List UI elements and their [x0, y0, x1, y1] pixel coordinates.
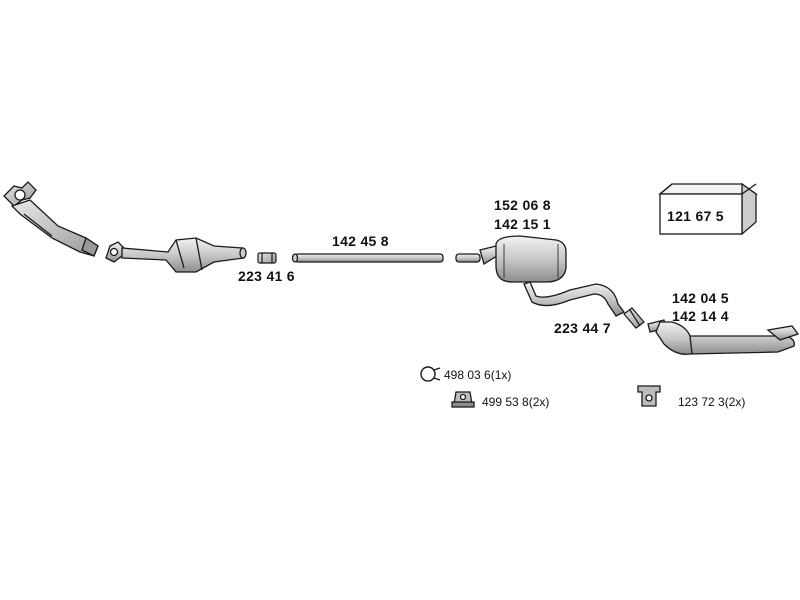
label-center-silencer-b: 142 15 1 [494, 216, 551, 232]
clamp-rear [623, 307, 645, 329]
label-rear-silencer-a: 142 04 5 [672, 290, 729, 306]
accessory-2-part: 499 53 8 [482, 395, 529, 409]
label-mounting-kit: 121 67 5 [667, 208, 724, 224]
mounting-kit-box [658, 182, 759, 236]
accessory-1-qty: (1x) [490, 368, 512, 382]
clamp-ring-icon [420, 366, 441, 382]
clamp-front [257, 252, 277, 264]
label-intermediate-pipe: 142 45 8 [332, 233, 389, 249]
accessory-1-part: 498 03 6 [444, 368, 491, 382]
accessory-3: 123 72 3(2x) [678, 395, 745, 409]
rubber-mount-icon [451, 391, 475, 408]
rear-silencer [647, 319, 800, 355]
label-center-silencer-a: 152 06 8 [494, 197, 551, 213]
downpipe [3, 181, 99, 257]
label-clamp-front: 223 41 6 [238, 268, 295, 284]
accessory-2-qty: (2x) [528, 395, 550, 409]
accessory-3-qty: (2x) [724, 395, 746, 409]
intermediate-pipe [291, 253, 444, 263]
accessory-2: 499 53 8(2x) [482, 395, 549, 409]
label-rear-silencer-b: 142 14 4 [672, 308, 729, 324]
accessory-3-part: 123 72 3 [678, 395, 725, 409]
accessory-1: 498 03 6(1x) [444, 368, 511, 382]
hanger-bracket-icon [637, 385, 661, 407]
catalytic-converter [105, 237, 247, 273]
label-clamp-rear: 223 44 7 [554, 320, 611, 336]
center-silencer [455, 235, 625, 317]
